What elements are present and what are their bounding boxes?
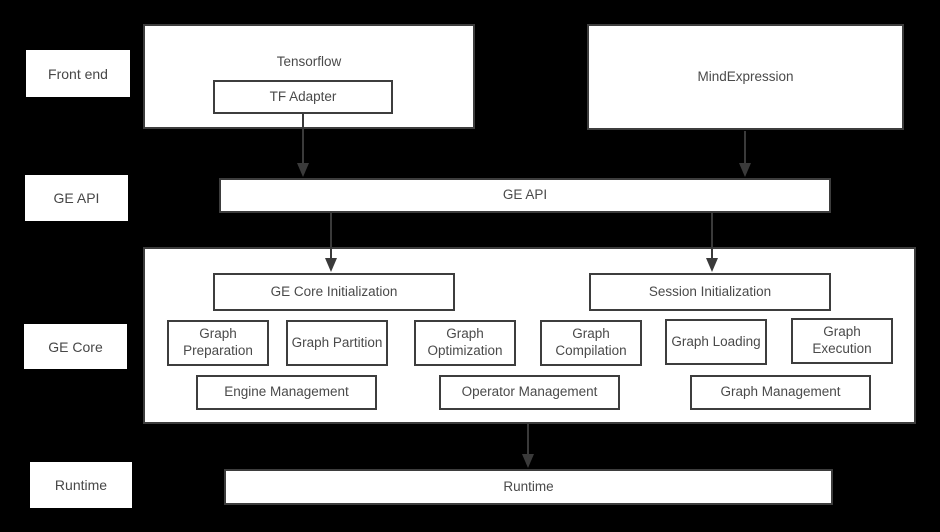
arrow-mindexpression-to-ge-api (739, 131, 751, 177)
runtime-box: Runtime (224, 469, 833, 505)
ge-core-initialization-box: GE Core Initialization (213, 273, 455, 311)
session-initialization-box: Session Initialization (589, 273, 831, 311)
arrow-tf-adapter-to-ge-api (297, 113, 309, 177)
layer-label-ge-api: GE API (25, 175, 128, 221)
graph-compilation-box: Graph Compilation (540, 320, 642, 366)
graph-loading-box: Graph Loading (665, 319, 767, 365)
arrow-head-icon (739, 163, 751, 177)
layer-label-ge-core: GE Core (24, 324, 127, 369)
arrow-head-icon (325, 258, 337, 272)
arrow-ge-api-to-session-init (706, 213, 718, 272)
layer-label-front-end: Front end (26, 50, 130, 97)
graph-optimization-box: Graph Optimization (414, 320, 516, 366)
tensorflow-box: Tensorflow TF Adapter (143, 24, 475, 129)
engine-management-box: Engine Management (196, 375, 377, 410)
layer-label-runtime: Runtime (30, 462, 132, 508)
ge-api-box: GE API (219, 178, 831, 213)
arrow-head-icon (706, 258, 718, 272)
arrow-ge-core-to-runtime (522, 424, 534, 468)
graph-preparation-box: Graph Preparation (167, 320, 269, 366)
arrow-head-icon (297, 163, 309, 177)
arrow-shaft (302, 113, 304, 164)
arrow-shaft (330, 213, 332, 259)
tf-adapter-box: TF Adapter (213, 80, 393, 114)
graph-partition-box: Graph Partition (286, 320, 388, 366)
arrow-shaft (744, 131, 746, 164)
arrow-shaft (527, 424, 529, 455)
mindexpression-box: MindExpression (587, 24, 904, 130)
arrow-head-icon (522, 454, 534, 468)
arrow-ge-api-to-ge-core-init (325, 213, 337, 272)
graph-management-box: Graph Management (690, 375, 871, 410)
arrow-shaft (711, 213, 713, 259)
operator-management-box: Operator Management (439, 375, 620, 410)
graph-execution-box: Graph Execution (791, 318, 893, 364)
tensorflow-label: Tensorflow (276, 54, 342, 69)
ge-core-box: GE Core Initialization Session Initializ… (143, 247, 916, 424)
